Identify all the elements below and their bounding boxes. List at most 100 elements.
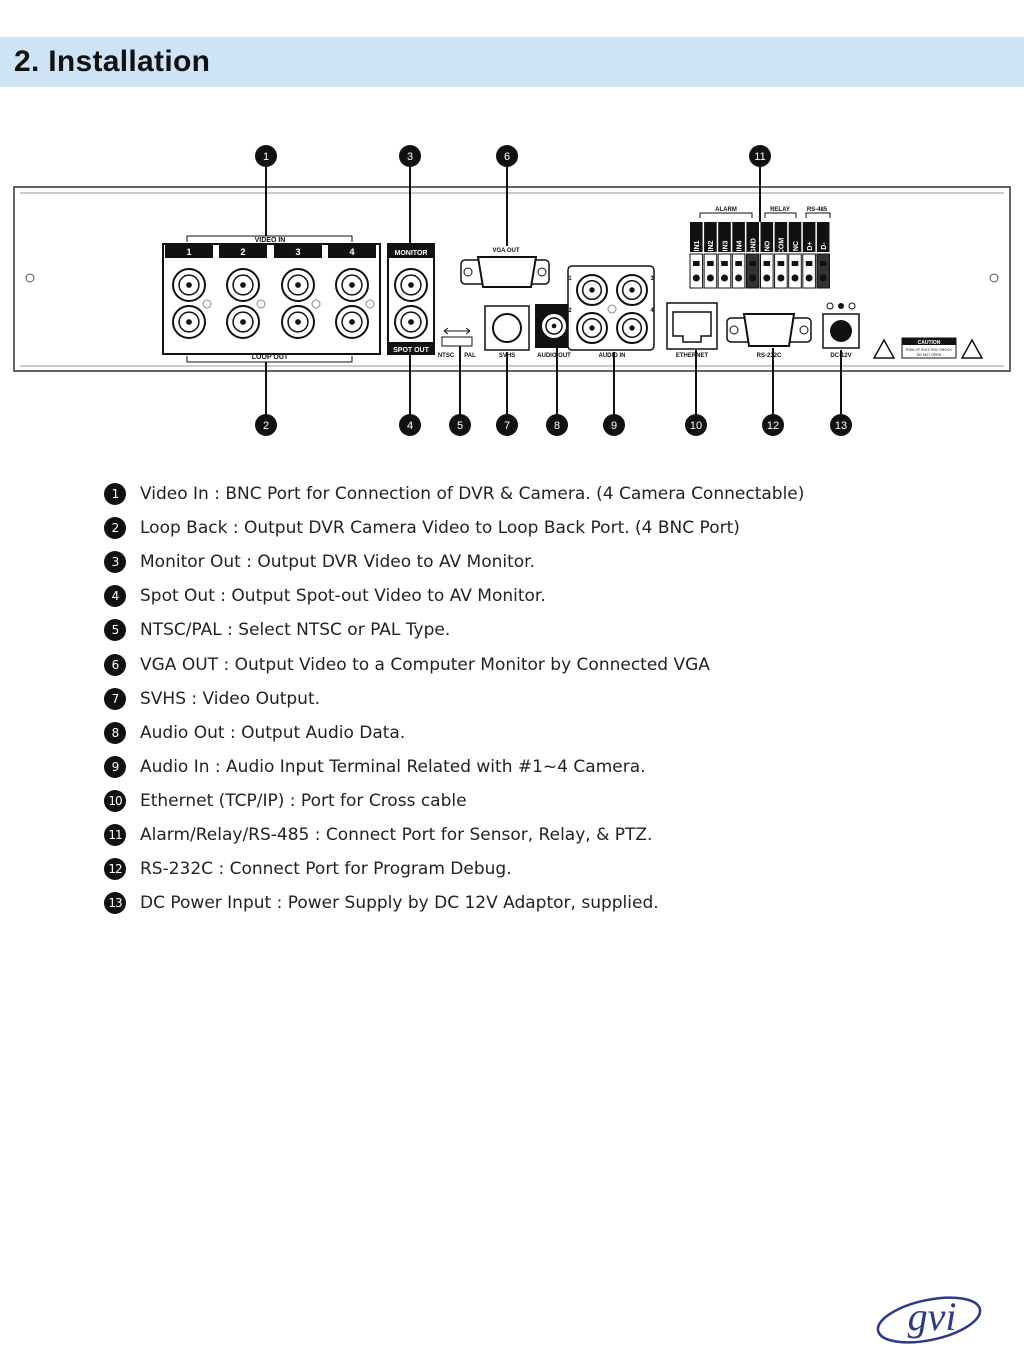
terminal-hole	[692, 274, 700, 282]
terminal-label-tab	[718, 222, 731, 252]
video-in-label: VIDEO IN	[255, 237, 286, 244]
ground-indicator	[256, 299, 266, 309]
callout-badge	[255, 414, 277, 436]
terminal-label-tab	[774, 222, 788, 252]
terminal-label: D+	[807, 241, 814, 250]
warning-icon	[960, 338, 984, 359]
terminal-label: IN1	[694, 240, 701, 251]
legend-number-badge: 10	[104, 789, 126, 812]
terminal-hole	[749, 274, 757, 282]
callout-number: 2	[263, 420, 269, 432]
loop-out-label: LOOP OUT	[252, 354, 289, 361]
terminal-hole	[735, 274, 743, 282]
logo-text: gvi	[908, 1294, 957, 1339]
bnc-pin	[408, 319, 414, 325]
terminal-screw-slot	[693, 261, 700, 266]
legend-description: Audio Out : Output Audio Data.	[140, 722, 406, 743]
terminal-hole	[805, 274, 813, 282]
terminal-slot	[774, 253, 788, 289]
bnc-ring	[341, 311, 363, 333]
ground-indicator	[365, 299, 375, 309]
terminal-label: COM	[779, 238, 786, 255]
terminal-label: IN3	[722, 240, 729, 251]
bnc-pin	[240, 282, 246, 288]
terminal-hole	[721, 274, 728, 282]
terminal-slot	[731, 253, 746, 289]
callout-badge	[762, 414, 784, 436]
channel-tab	[328, 244, 376, 258]
audio-in-number: 3	[650, 276, 654, 282]
legend-number-badge: 5	[104, 619, 126, 642]
monitor-tab	[388, 244, 434, 258]
terminal-screw-slot	[707, 261, 714, 266]
vga-connector	[476, 256, 538, 288]
bnc-pin	[186, 319, 192, 325]
bnc-ring	[400, 311, 422, 333]
channel-number: 1	[186, 247, 191, 257]
channel-tab	[165, 244, 213, 258]
callout-number: 5	[457, 420, 463, 432]
terminal-screw-slot	[819, 261, 827, 266]
bnc-ring	[400, 274, 422, 296]
rs485-label: RS-485	[807, 207, 828, 213]
legend-description: RS-232C : Connect Port for Program Debug…	[140, 859, 512, 880]
terminal-screw-slot	[721, 261, 728, 266]
rs232-screw	[729, 325, 739, 335]
audio-in-number: 1	[568, 276, 572, 282]
terminal-label: D-	[821, 242, 828, 250]
gvi-logo: gvi	[876, 1294, 982, 1344]
ntsc-label: NTSC	[438, 353, 455, 359]
terminal-screw-slot	[777, 261, 785, 266]
bnc-ring	[545, 317, 563, 335]
channel-number: 4	[349, 247, 354, 257]
bnc-pin	[551, 323, 557, 329]
terminal-screw-slot	[763, 261, 771, 266]
callout-number: 1	[263, 151, 269, 163]
callout-badge	[749, 145, 771, 167]
terminal-slot	[703, 253, 718, 289]
ground-indicator	[311, 299, 321, 309]
legend-description: NTSC/PAL : Select NTSC or PAL Type.	[140, 620, 451, 641]
bnc-pin	[295, 282, 301, 288]
channel-tab	[274, 244, 322, 258]
bnc-pin	[186, 282, 192, 288]
bnc-ring	[581, 279, 603, 301]
legend-number-badge: 3	[104, 551, 126, 574]
ground-indicator	[607, 304, 617, 314]
alarm-label: ALARM	[715, 207, 737, 213]
terminal-slot	[788, 253, 802, 289]
bnc-pin	[349, 319, 355, 325]
bnc-ring	[581, 317, 603, 339]
callout-badge	[603, 414, 625, 436]
switch-arrow	[443, 327, 471, 335]
terminal-label: NC	[793, 241, 800, 251]
terminal-hole	[777, 274, 785, 282]
callout-badge	[399, 414, 421, 436]
channel-number: 2	[240, 247, 245, 257]
terminal-slot	[689, 253, 704, 289]
legend-description: Alarm/Relay/RS-485 : Connect Port for Se…	[140, 824, 653, 845]
bnc-pin	[629, 325, 635, 331]
mount-screw	[25, 273, 35, 283]
terminal-slot	[816, 253, 831, 289]
audio-in-number: 4	[650, 308, 654, 314]
terminal-hole	[791, 274, 799, 282]
vga-screw	[463, 267, 473, 277]
bracket	[805, 212, 831, 218]
pal-label: PAL	[464, 353, 476, 359]
legend-number-badge: 13	[104, 892, 126, 915]
polarity-icon	[838, 303, 844, 309]
bnc-ring	[287, 311, 309, 333]
terminal-label-tab	[760, 222, 774, 252]
callout-number: 13	[835, 420, 847, 432]
rs232c-label: RS-232C	[757, 353, 782, 359]
